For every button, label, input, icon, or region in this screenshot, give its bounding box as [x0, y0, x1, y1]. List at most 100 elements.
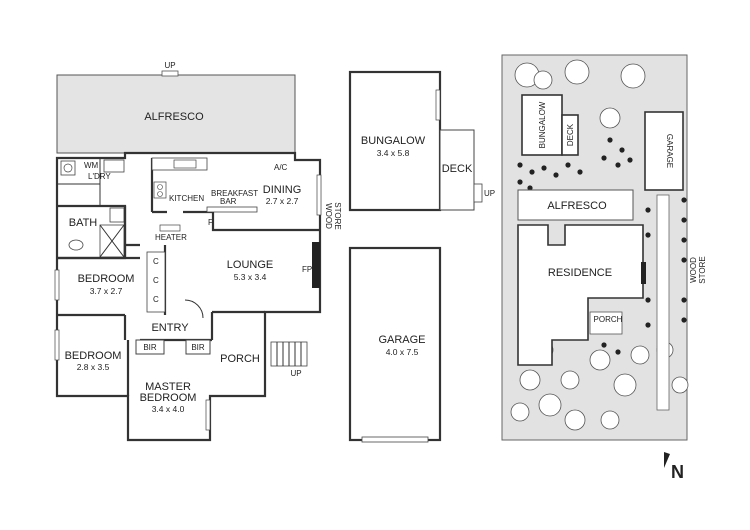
bath-label: BATH [69, 217, 98, 229]
alfresco-label: ALFRESCO [144, 111, 204, 123]
wood-store-label-2: STORE [333, 202, 342, 229]
tree-icon [538, 393, 562, 417]
tree-icon [613, 373, 637, 397]
shrub-icon [541, 165, 547, 171]
alfresco-area [56, 74, 296, 154]
bedroom2-label: BEDROOM [78, 273, 135, 285]
shrub-icon [601, 342, 607, 348]
bungalow-window [435, 89, 441, 121]
shrub-icon [627, 157, 633, 163]
wood-store-label-1: WOOD [324, 203, 333, 229]
bungalow-dim: 3.4 x 5.8 [377, 148, 410, 158]
site-residence [517, 224, 644, 366]
fireplace [312, 242, 320, 288]
laundry-walls [56, 158, 101, 206]
shrub-icon [527, 185, 533, 191]
tree-icon [671, 376, 689, 394]
north-label: N [671, 462, 684, 482]
shrub-icon [565, 162, 571, 168]
outbuildings-plan: BUNGALOW 3.4 x 5.8 DECK UP GARAGE 4.0 x … [348, 70, 495, 443]
bar-label: BAR [220, 197, 237, 206]
shrub-icon [619, 147, 625, 153]
tree-icon [599, 107, 621, 129]
shrub-icon [607, 137, 613, 143]
shrub-icon [553, 172, 559, 178]
garage-dim: 4.0 x 7.5 [386, 347, 419, 357]
cupboard-label: C [153, 257, 159, 266]
shrub-icon [681, 197, 687, 203]
bedroom3-label: BEDROOM [65, 350, 122, 362]
shrub-icon [615, 162, 621, 168]
site-porch-label: PORCH [594, 315, 623, 324]
tree-icon [564, 59, 590, 85]
site-fireplace [641, 262, 646, 284]
shrub-icon [681, 317, 687, 323]
dining-dim: 2.7 x 2.7 [266, 196, 299, 206]
entry-door-swing [184, 299, 204, 319]
site-alfresco-label: ALFRESCO [547, 200, 607, 212]
tree-icon [620, 63, 646, 89]
site-wood-store-2: STORE [698, 256, 707, 283]
deck-steps [473, 183, 483, 203]
tree-icon [510, 402, 530, 422]
tree-icon [600, 410, 620, 430]
garage-door [361, 436, 429, 443]
stove [153, 181, 167, 199]
tree-icon [533, 70, 553, 90]
shrub-icon [529, 169, 535, 175]
tree-icon [519, 369, 541, 391]
site-deck [561, 114, 579, 156]
dining-window [316, 174, 322, 216]
bir-label: BIR [191, 343, 205, 352]
sink [173, 159, 197, 169]
dining-label: DINING [263, 184, 302, 196]
shrub-icon [645, 232, 651, 238]
site-wood-store-1: WOOD [689, 257, 698, 283]
shrub-icon [577, 169, 583, 175]
site-plan: BUNGALOW DECK GARAGE ALFRESCO RESIDENCE … [501, 54, 707, 482]
tree-icon [589, 349, 611, 371]
alfresco-step [161, 70, 179, 77]
heater-label: HEATER [155, 233, 187, 242]
site-garage [644, 111, 684, 191]
site-bungalow [521, 94, 563, 156]
shower-cross [99, 224, 125, 258]
entry-label: ENTRY [151, 322, 189, 334]
master-label-2: BEDROOM [140, 392, 197, 404]
north-arrow: N [664, 452, 684, 482]
robe [146, 251, 166, 313]
laundry-cabinet [103, 159, 125, 173]
breakfast-bar [206, 206, 258, 213]
tree-icon [560, 370, 580, 390]
heater-unit [159, 224, 181, 232]
site-garage-label: GARAGE [665, 134, 674, 168]
shrub-icon [681, 297, 687, 303]
porch-steps [270, 341, 308, 367]
site-driveway [656, 194, 670, 411]
stove-burner [157, 191, 163, 197]
shrub-icon [645, 297, 651, 303]
entry-walls [123, 312, 214, 396]
site-bungalow-label: BUNGALOW [538, 101, 547, 148]
fridge-label: F [208, 218, 213, 227]
ldry-label: L'DRY [88, 172, 111, 181]
window [54, 329, 60, 361]
lounge-dim: 5.3 x 3.4 [234, 272, 267, 282]
basin [68, 239, 84, 251]
vanity [109, 207, 125, 223]
garage-walls [348, 246, 442, 442]
site-alfresco [517, 189, 634, 221]
bungalow-walls [348, 70, 442, 212]
shrub-icon [681, 237, 687, 243]
master-dim: 3.4 x 4.0 [152, 404, 185, 414]
shrub-icon [517, 162, 523, 168]
cupboard-label: C [153, 295, 159, 304]
tree-icon [564, 409, 586, 431]
site-porch [589, 311, 623, 335]
stove-burner [157, 184, 163, 190]
shrub-icon [517, 179, 523, 185]
kitchen-label: KITCHEN [169, 194, 204, 203]
bir-box [135, 339, 165, 355]
breakfast-label: BREAKFAST [211, 189, 258, 198]
